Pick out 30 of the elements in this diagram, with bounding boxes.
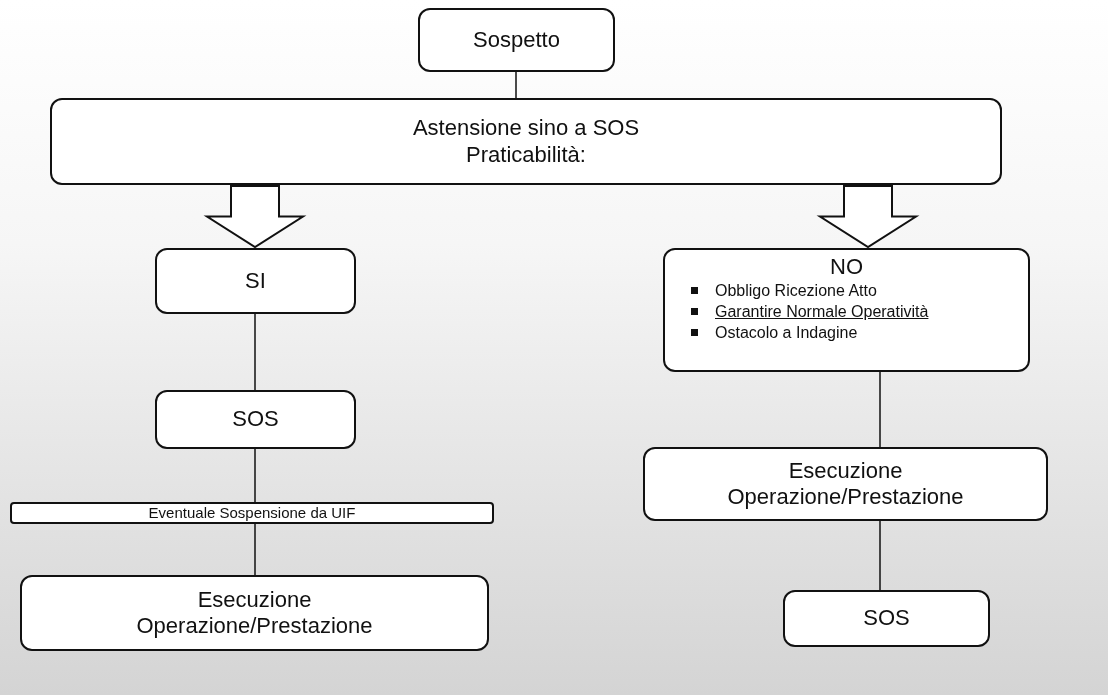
process-box <box>155 390 356 449</box>
block-arrow <box>203 185 307 249</box>
process-box <box>50 98 1002 185</box>
process-box <box>418 8 615 72</box>
bullet-item: Obbligo Ricezione Atto <box>691 280 929 302</box>
box-text: SOS <box>863 605 910 632</box>
connector-line <box>254 523 256 576</box>
process-box <box>20 575 489 651</box>
bullet-item: Ostacolo a Indagine <box>691 322 929 344</box>
box-text: Esecuzione Operazione/Prestazione <box>726 457 965 511</box>
box-text: SOS <box>232 406 279 433</box>
box-text: Eventuale Sospensione da UIF <box>148 504 356 522</box>
connector-line <box>254 313 256 391</box>
box-text: Praticabilità: <box>466 141 586 168</box>
box-text: Esecuzione Operazione/Prestazione <box>135 586 374 640</box>
block-arrow <box>816 185 920 249</box>
process-box <box>10 502 494 524</box>
box-text: Sospetto <box>473 26 560 54</box>
process-box <box>643 447 1048 521</box>
connector-line <box>254 448 256 503</box>
connector-line <box>879 520 881 591</box>
box-heading: NO <box>830 254 863 281</box>
connector-line <box>879 371 881 448</box>
box-text: Astensione sino a SOS <box>412 115 640 142</box>
process-box <box>155 248 356 314</box>
box-text: SI <box>245 267 266 295</box>
process-box <box>783 590 990 647</box>
bullet-item: Garantire Normale Operatività <box>691 301 929 323</box>
process-box <box>663 248 1030 372</box>
connector-line <box>515 71 517 99</box>
